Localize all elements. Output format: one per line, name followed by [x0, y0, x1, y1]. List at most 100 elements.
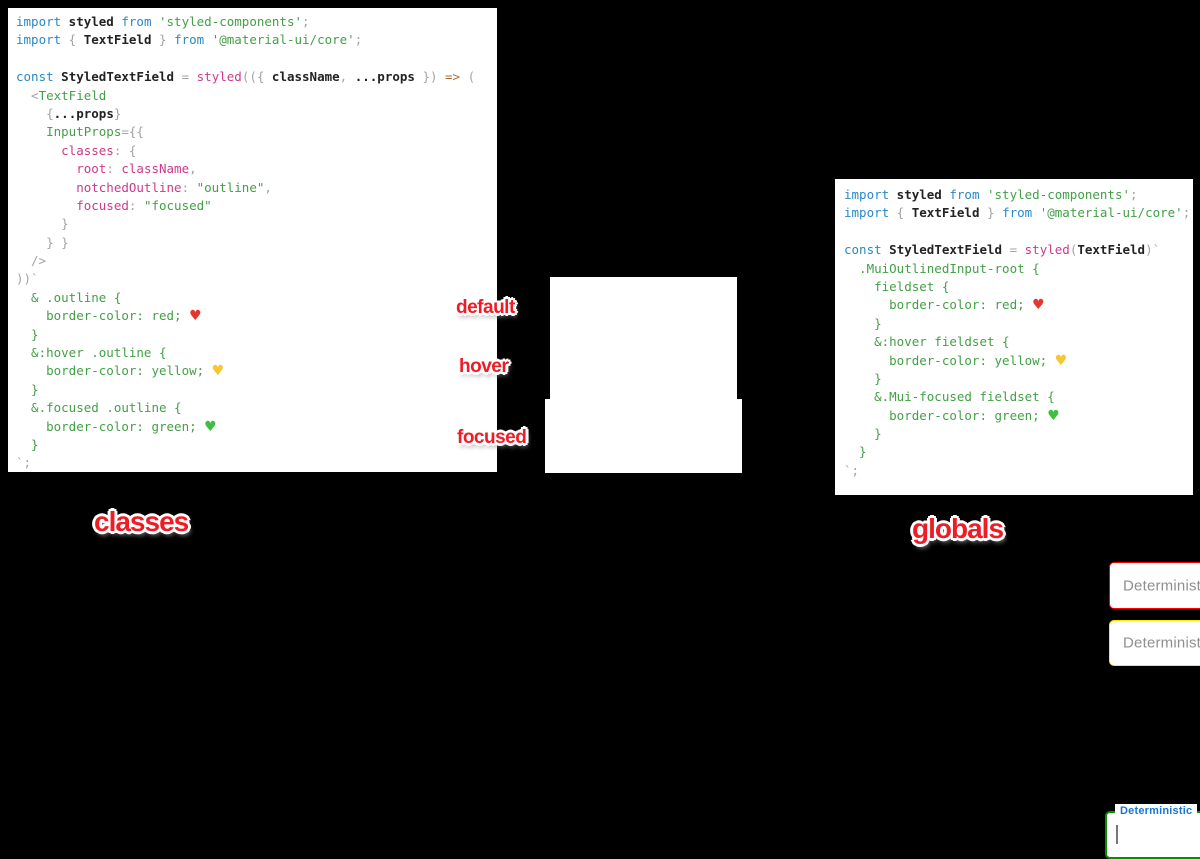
code-token: }	[844, 426, 882, 442]
red-heart-icon: ♥	[189, 308, 202, 325]
code-line: fieldset {	[844, 278, 1193, 296]
green-heart-icon: ♥	[204, 418, 217, 435]
code-line: &:hover .outline {	[16, 344, 497, 362]
code-token: border-color: green;	[16, 418, 205, 434]
code-token: styled	[1017, 242, 1070, 258]
code-line: border-color: yellow; ♥	[844, 352, 1193, 370]
code-line: }	[844, 443, 1193, 461]
code-token: StyledTextField	[53, 69, 175, 85]
code-line: import styled from 'styled-components';	[844, 186, 1193, 204]
code-token: 'styled-components'	[979, 187, 1130, 202]
label-classes-approach: classes	[94, 506, 189, 537]
code-token: & .outline {	[16, 289, 122, 305]
code-token: border-color: green;	[844, 407, 1048, 423]
label-globals-approach: globals	[912, 513, 1004, 544]
code-line: import { TextField } from '@material-ui/…	[16, 31, 497, 49]
code-line: InputProps={{	[16, 123, 497, 141]
code-line: }	[16, 215, 497, 233]
code-line: `;	[844, 462, 1193, 480]
code-token: ,	[264, 179, 272, 195]
code-token: focused	[16, 197, 129, 213]
code-token: 'styled-components'	[151, 14, 302, 29]
label-focused-state: focused	[457, 427, 527, 448]
code-token: root	[16, 161, 107, 177]
code-token: fieldset {	[844, 278, 950, 294]
code-token: ;	[1130, 187, 1138, 202]
code-line: .MuiOutlinedInput-root {	[844, 260, 1193, 278]
code-line: import styled from 'styled-components';	[16, 13, 497, 31]
code-token: )`	[1145, 242, 1161, 258]
code-token: =	[174, 69, 190, 85]
code-token: :	[181, 179, 190, 195]
textfield-hover[interactable]: Deterministic	[1109, 620, 1200, 666]
code-line: {...props}	[16, 105, 497, 123]
code-line: ))`	[16, 270, 497, 288]
code-token: TextField	[76, 32, 152, 48]
code-token: }	[151, 32, 167, 48]
code-line: & .outline {	[16, 289, 497, 307]
code-line: }	[16, 436, 497, 454]
code-token: notchedOutline	[16, 179, 182, 195]
code-line: const StyledTextField = styled(TextField…	[844, 241, 1193, 259]
code-line: focused: "focused"	[16, 197, 497, 215]
code-line: }	[844, 315, 1193, 333]
code-token: TextField	[1077, 242, 1146, 258]
code-token: &:hover .outline {	[16, 345, 167, 361]
code-token: import	[844, 187, 890, 202]
textfield-focused[interactable]: Deterministic	[1105, 804, 1200, 859]
code-token: border-color: yellow;	[16, 363, 212, 379]
code-token: : {	[113, 142, 137, 158]
code-line: border-color: red; ♥	[16, 307, 497, 325]
code-token: (	[1069, 242, 1078, 258]
code-token: <	[16, 87, 39, 103]
code-token: className	[264, 69, 340, 85]
code-token: &.focused .outline {	[16, 400, 182, 416]
code-token: const	[16, 69, 54, 85]
code-token: }	[113, 105, 122, 121]
code-token: }	[16, 381, 39, 397]
code-token: ...props	[347, 69, 415, 85]
textfield-placeholder: Deterministic	[1123, 634, 1200, 652]
code-token: />	[16, 253, 47, 269]
code-token: import	[844, 205, 890, 221]
code-token: "focused"	[136, 197, 212, 213]
code-token: }	[16, 326, 39, 342]
code-token: ,	[339, 69, 348, 85]
code-token: from	[994, 205, 1033, 221]
code-token: {	[16, 105, 54, 121]
code-line: import { TextField } from '@material-ui/…	[844, 204, 1193, 222]
code-line: }	[16, 381, 497, 399]
code-token: =>	[437, 69, 461, 85]
yellow-heart-icon: ♥	[1054, 352, 1068, 369]
code-token: }	[844, 444, 867, 460]
code-token: InputProps	[16, 124, 122, 140]
code-token: "outline"	[189, 179, 265, 195]
code-token: StyledTextField	[881, 242, 1003, 258]
code-token: .MuiOutlinedInput-root {	[844, 260, 1040, 276]
textfield-placeholder: Deterministic	[1123, 577, 1200, 594]
green-heart-icon: ♥	[1047, 407, 1060, 424]
code-token: from	[113, 14, 152, 29]
code-token: ;	[302, 14, 310, 29]
code-line: `;	[16, 454, 497, 472]
textfield-default[interactable]: Deterministic	[1109, 562, 1200, 609]
code-token: ,	[189, 161, 197, 177]
code-token: styled	[889, 187, 942, 202]
code-token: TextField	[904, 205, 980, 221]
code-token: ))`	[16, 271, 39, 287]
code-token: =	[1002, 242, 1018, 258]
code-line: &.focused .outline {	[16, 399, 497, 417]
yellow-heart-icon: ♥	[211, 363, 225, 380]
code-token: '@material-ui/core'	[1032, 205, 1183, 221]
code-line: }	[844, 425, 1193, 443]
globals-code-panel: import styled from 'styled-components';i…	[835, 179, 1193, 495]
text-cursor-caret	[1116, 825, 1118, 844]
code-line: &:hover fieldset {	[844, 333, 1193, 351]
code-token: {	[889, 205, 905, 221]
code-line: } }	[16, 234, 497, 252]
code-token: import	[16, 14, 62, 29]
code-line: border-color: yellow; ♥	[16, 362, 497, 380]
code-token: &:hover fieldset {	[844, 334, 1010, 350]
code-line: notchedOutline: "outline",	[16, 179, 497, 197]
code-token: ={{	[121, 124, 144, 140]
